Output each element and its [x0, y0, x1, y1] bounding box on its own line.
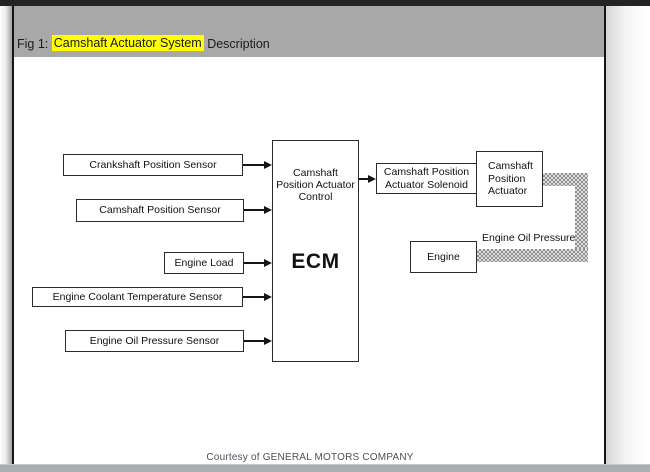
box-camshaft-position-actuator: Camshaft Position Actuator — [476, 151, 543, 207]
ecm-name-label: ECM — [291, 250, 340, 274]
window-bottom-edge — [0, 464, 650, 472]
connector-line — [243, 164, 265, 166]
window-top-edge — [0, 0, 650, 6]
arrow-right-icon — [264, 336, 272, 345]
courtesy-credit: Courtesy of GENERAL MOTORS COMPANY — [206, 452, 414, 463]
arrow-right-icon — [368, 174, 376, 183]
connector-line — [244, 340, 265, 342]
figure-title-bar: Fig 1: Camshaft Actuator System Descript… — [14, 6, 604, 57]
connector-line — [243, 296, 265, 298]
oil-pressure-path-bottom — [477, 249, 588, 262]
box-engine-coolant-temperature-sensor: Engine Coolant Temperature Sensor — [32, 287, 243, 307]
box-label: Engine — [427, 250, 460, 263]
ecm-control-label: Camshaft Position Actuator Control — [276, 167, 355, 204]
box-crankshaft-position-sensor: Crankshaft Position Sensor — [63, 154, 243, 176]
box-engine-oil-pressure-sensor: Engine Oil Pressure Sensor — [65, 330, 244, 352]
box-label: Engine Load — [174, 256, 234, 269]
box-label: Camshaft Position Sensor — [99, 204, 221, 217]
box-camshaft-position-actuator-solenoid: Camshaft Position Actuator Solenoid — [376, 163, 477, 194]
box-label: Crankshaft Position Sensor — [89, 158, 217, 171]
page-right-margin — [606, 6, 650, 464]
box-engine-load: Engine Load — [164, 252, 244, 274]
figure-title-prefix: Fig 1: — [17, 37, 52, 51]
box-label: Engine Oil Pressure Sensor — [89, 334, 220, 347]
arrow-right-icon — [264, 160, 272, 169]
box-label: Engine Coolant Temperature Sensor — [52, 290, 223, 303]
box-ecm: Camshaft Position Actuator Control ECM — [272, 140, 359, 362]
connector-line — [244, 262, 265, 264]
box-label: Camshaft Position Actuator — [488, 160, 533, 198]
oil-pressure-path-vertical — [575, 173, 588, 262]
box-engine: Engine — [410, 241, 477, 273]
arrow-right-icon — [264, 292, 272, 301]
arrow-right-icon — [264, 205, 272, 214]
arrow-right-icon — [264, 258, 272, 267]
box-label: Camshaft Position Actuator Solenoid — [383, 165, 470, 191]
page-left-margin — [0, 6, 12, 464]
engine-oil-pressure-label: Engine Oil Pressure — [482, 232, 576, 244]
figure-title-suffix: Description — [203, 37, 270, 51]
box-camshaft-position-sensor: Camshaft Position Sensor — [76, 199, 244, 222]
connector-line — [244, 209, 265, 211]
connector-line — [359, 178, 369, 180]
figure-title-highlight: Camshaft Actuator System — [51, 35, 204, 51]
